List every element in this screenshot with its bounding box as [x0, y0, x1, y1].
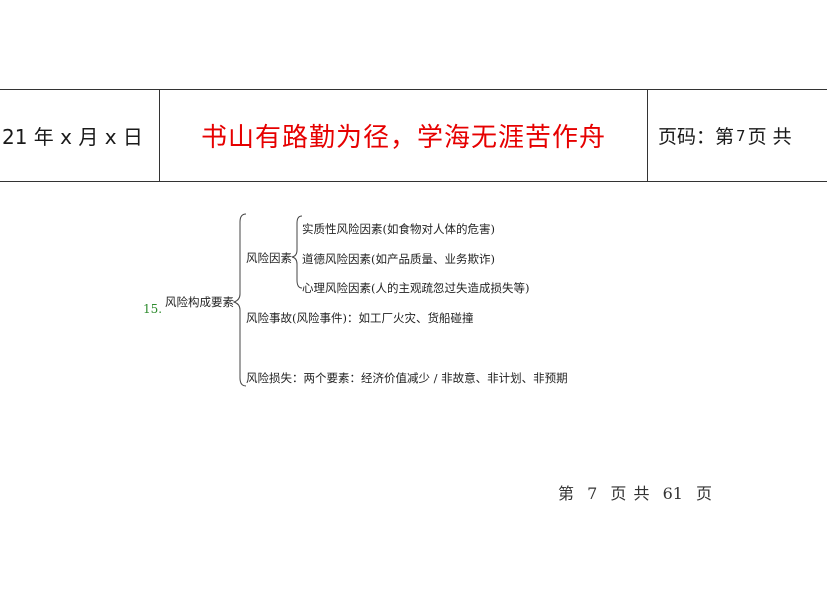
- footer-prefix: 第: [558, 484, 575, 503]
- header-table: 21 年 x 月 x 日 书山有路勤为径，学海无涯苦作舟 页码：第 7 页 共: [0, 89, 827, 182]
- factor-physical: 实质性风险因素(如食物对人体的危害): [302, 222, 495, 236]
- footer-mid: 页 共: [610, 484, 650, 503]
- branch-risk-factors: 风险因素: [246, 251, 292, 265]
- footer-total-pages: 61: [662, 484, 683, 503]
- header-page-label: 页码：第: [658, 126, 735, 148]
- footer-suffix: 页: [696, 484, 713, 503]
- page-footer: 第 7 页 共 61 页: [558, 480, 718, 504]
- brace-lines: [232, 213, 303, 387]
- mindmap-root: 风险构成要素: [165, 295, 234, 309]
- header-date-cell: 21 年 x 月 x 日: [0, 90, 160, 181]
- branch-risk-event: 风险事故(风险事件)：如工厂火灾、货船碰撞: [246, 311, 474, 325]
- header-motto: 书山有路勤为径，学海无涯苦作舟: [200, 123, 606, 153]
- risk-mindmap: 15. 风险构成要素 风险因素 实质性风险因素(如食物对人体的危害) 道德风险因…: [0, 200, 827, 400]
- item-number: 15.: [143, 302, 163, 316]
- footer-current-page: 7: [587, 484, 598, 503]
- header-motto-cell: 书山有路勤为径，学海无涯苦作舟: [160, 90, 648, 181]
- factor-moral: 道德风险因素(如产品质量、业务欺诈): [302, 252, 495, 266]
- factor-brace: [291, 215, 303, 289]
- header-page-unit: 页 共: [747, 126, 792, 148]
- root-brace: [232, 213, 247, 387]
- branch-risk-loss: 风险损失：两个要素：经济价值减少 / 非故意、非计划、非预期: [246, 371, 568, 385]
- header-page-cell: 页码：第 7 页 共: [648, 90, 827, 181]
- header-page-number: 7: [736, 126, 746, 145]
- header-date: 21 年 x 月 x 日: [2, 125, 143, 149]
- factor-psychological: 心理风险因素(人的主观疏忽过失造成损失等): [302, 281, 530, 295]
